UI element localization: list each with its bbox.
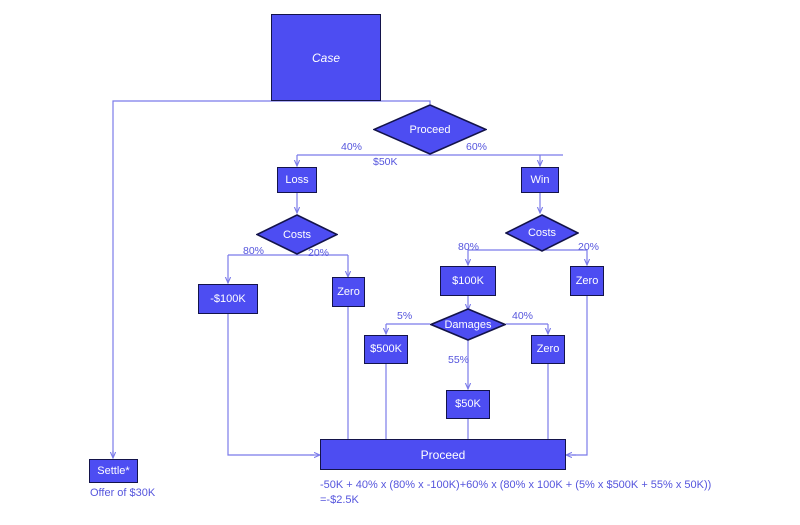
node-win-label: Win — [530, 173, 550, 186]
node-proceed-top[interactable]: Proceed — [373, 104, 487, 155]
node-loss[interactable]: Loss — [277, 167, 317, 193]
node-settle[interactable]: Settle* — [89, 459, 138, 483]
node-costs-right[interactable]: Costs — [505, 214, 579, 252]
node-50k-label: $50K — [455, 398, 481, 410]
node-zero-mid[interactable]: Zero — [531, 335, 565, 364]
formula-line-2: =-$2.5K — [320, 494, 359, 506]
node-100k[interactable]: $100K — [440, 266, 496, 296]
diamond-shape — [505, 214, 579, 252]
node-negative-100k-label: -$100K — [210, 292, 246, 305]
settle-caption: Offer of $30K — [90, 487, 156, 499]
node-100k-label: $100K — [452, 274, 484, 287]
node-costs-right-label: Costs — [527, 227, 557, 239]
node-damages-label: Damages — [444, 318, 492, 331]
node-proceed-bottom[interactable]: Proceed — [320, 439, 566, 470]
node-zero-mid-label: Zero — [536, 343, 560, 355]
edge-label-costs-left-high: 80% — [243, 245, 265, 257]
edge-label-proceed-win-pct: 60% — [466, 141, 488, 153]
node-proceed-top-label: Proceed — [409, 123, 451, 136]
edge-label-proceed-cost: $50K — [373, 156, 398, 168]
node-case[interactable]: Case — [271, 14, 381, 101]
edge-label-damages-mid: 55% — [448, 354, 470, 366]
node-zero-left-label: Zero — [337, 285, 360, 298]
node-damages[interactable]: Damages — [430, 308, 506, 341]
diamond-shape — [373, 104, 487, 155]
node-case-label: Case — [311, 50, 340, 65]
edge-label-damages-low: 5% — [397, 310, 413, 322]
edge-label-costs-right-high: 80% — [458, 241, 480, 253]
node-negative-100k[interactable]: -$100K — [198, 284, 258, 314]
formula-line-1: -50K + 40% x (80% x -100K)+60% x (80% x … — [320, 479, 712, 491]
wire-zeroright-to-proceed — [572, 296, 588, 456]
node-zero-right[interactable]: Zero — [570, 266, 604, 296]
node-zero-left[interactable]: Zero — [332, 277, 365, 307]
node-win[interactable]: Win — [521, 167, 559, 193]
edge-label-proceed-loss-pct: 40% — [341, 141, 363, 153]
wire-neg100k-to-proceed — [227, 314, 314, 456]
node-500k[interactable]: $500K — [364, 335, 408, 364]
node-500k-label: $500K — [370, 343, 402, 355]
node-settle-label: Settle* — [97, 464, 130, 477]
edge-label-costs-right-low: 20% — [578, 241, 600, 253]
node-zero-right-label: Zero — [575, 274, 599, 287]
node-loss-label: Loss — [285, 173, 309, 186]
node-50k[interactable]: $50K — [446, 390, 490, 419]
wire-case-to-settle — [112, 100, 326, 455]
node-proceed-bottom-label: Proceed — [420, 447, 466, 462]
edge-label-damages-high: 40% — [512, 310, 534, 322]
edge-label-costs-left-low: 20% — [308, 247, 330, 259]
